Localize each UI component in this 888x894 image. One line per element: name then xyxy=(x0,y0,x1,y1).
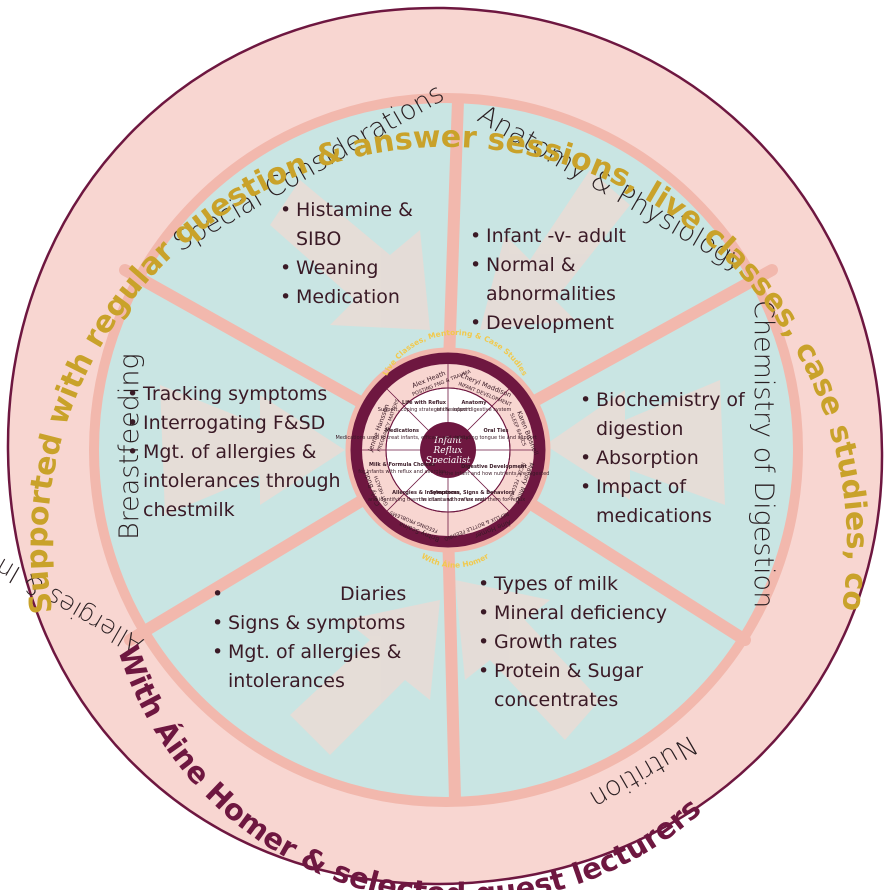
hub-center-line3: Specialist xyxy=(426,456,471,466)
bullet-item: Mineral deficiency xyxy=(476,599,691,628)
svg-text:including tongue tie and suppo: including tongue tie and support xyxy=(455,435,537,441)
bullet-item: Types of milk xyxy=(476,570,691,599)
bullet-item: Interrogating F&SD xyxy=(125,409,360,438)
svg-text:Medications: Medications xyxy=(385,428,419,434)
hub-center-line2: Reflux xyxy=(433,446,463,456)
bullet-item: Impact of medications xyxy=(578,473,763,531)
svg-text:for infants with reflux and al: for infants with reflux and allergies xyxy=(358,469,446,475)
svg-text:Anatomy: Anatomy xyxy=(461,400,487,406)
bullet-item: Development xyxy=(468,309,648,338)
bullets-special-considerations: Histamine & SIBO Weaning Medication xyxy=(278,196,448,312)
hub-center-line1: Infant xyxy=(433,436,462,446)
bullet-item: Tracking symptoms xyxy=(125,380,360,409)
svg-text:Support, coping strategies & s: Support, coping strategies & support xyxy=(378,407,471,413)
bullet-item: Weaning xyxy=(278,254,448,283)
svg-text:Life with Reflux: Life with Reflux xyxy=(402,400,447,406)
bullet-item: Medication xyxy=(278,283,448,312)
bullet-item: Absorption xyxy=(578,444,763,473)
bullet-item: Normal & abnormalities xyxy=(468,251,648,309)
svg-text:Symptoms, Signs & Behaviors: Symptoms, Signs & Behaviors xyxy=(430,490,515,496)
bullets-anatomy-physiology: Infant -v- adult Normal & abnormalities … xyxy=(468,222,648,338)
bullet-item: Mgt. of allergies & intolerances xyxy=(210,638,420,696)
bullets-nutrition: Types of milk Mineral deficiency Growth … xyxy=(476,570,691,715)
svg-text:of the infant digestive system: of the infant digestive system xyxy=(437,407,512,413)
bullet-item: Biochemistry of digestion xyxy=(578,386,763,444)
bullets-chemistry-digestion: Biochemistry of digestion Absorption Imp… xyxy=(578,386,763,531)
bullet-item: Histamine & SIBO xyxy=(278,196,448,254)
svg-text:Allergies & Intolerances: Allergies & Intolerances xyxy=(392,490,460,496)
bullets-breastfeeding: Tracking symptoms Interrogating F&SD Mgt… xyxy=(125,380,360,525)
bullet-item: Diaries xyxy=(210,580,420,609)
bullet-item: Infant -v- adult xyxy=(468,222,648,251)
svg-text:and identifying them in infant: and identifying them in infants with ref… xyxy=(368,497,484,503)
bullet-item: Growth rates xyxy=(476,628,691,657)
bullet-item: Signs & symptoms xyxy=(210,609,420,638)
svg-text:of the infant and how nutrient: of the infant and how nutrients are dige… xyxy=(439,471,550,477)
bullet-item: Protein & Sugar concentrates xyxy=(476,657,691,715)
svg-text:Digestive Development: Digestive Development xyxy=(461,464,527,470)
hub-topics: Anatomy of the infant digestive system O… xyxy=(335,400,549,503)
svg-text:the clues and how we read them: the clues and how we read them for reflu… xyxy=(419,497,525,503)
svg-text:Oral Ties: Oral Ties xyxy=(483,428,508,434)
svg-text:Milk & Formula Choices: Milk & Formula Choices xyxy=(369,462,435,468)
bullet-item: Mgt. of allergies & intolerances through… xyxy=(125,438,360,525)
bullets-allergies-intolerances: Diaries Signs & symptoms Mgt. of allergi… xyxy=(210,580,420,696)
svg-text:Medications used to treat infa: Medications used to treat infants, effic… xyxy=(335,435,468,441)
central-hub: Infant Reflux Specialist Live Classes, M… xyxy=(335,328,551,570)
